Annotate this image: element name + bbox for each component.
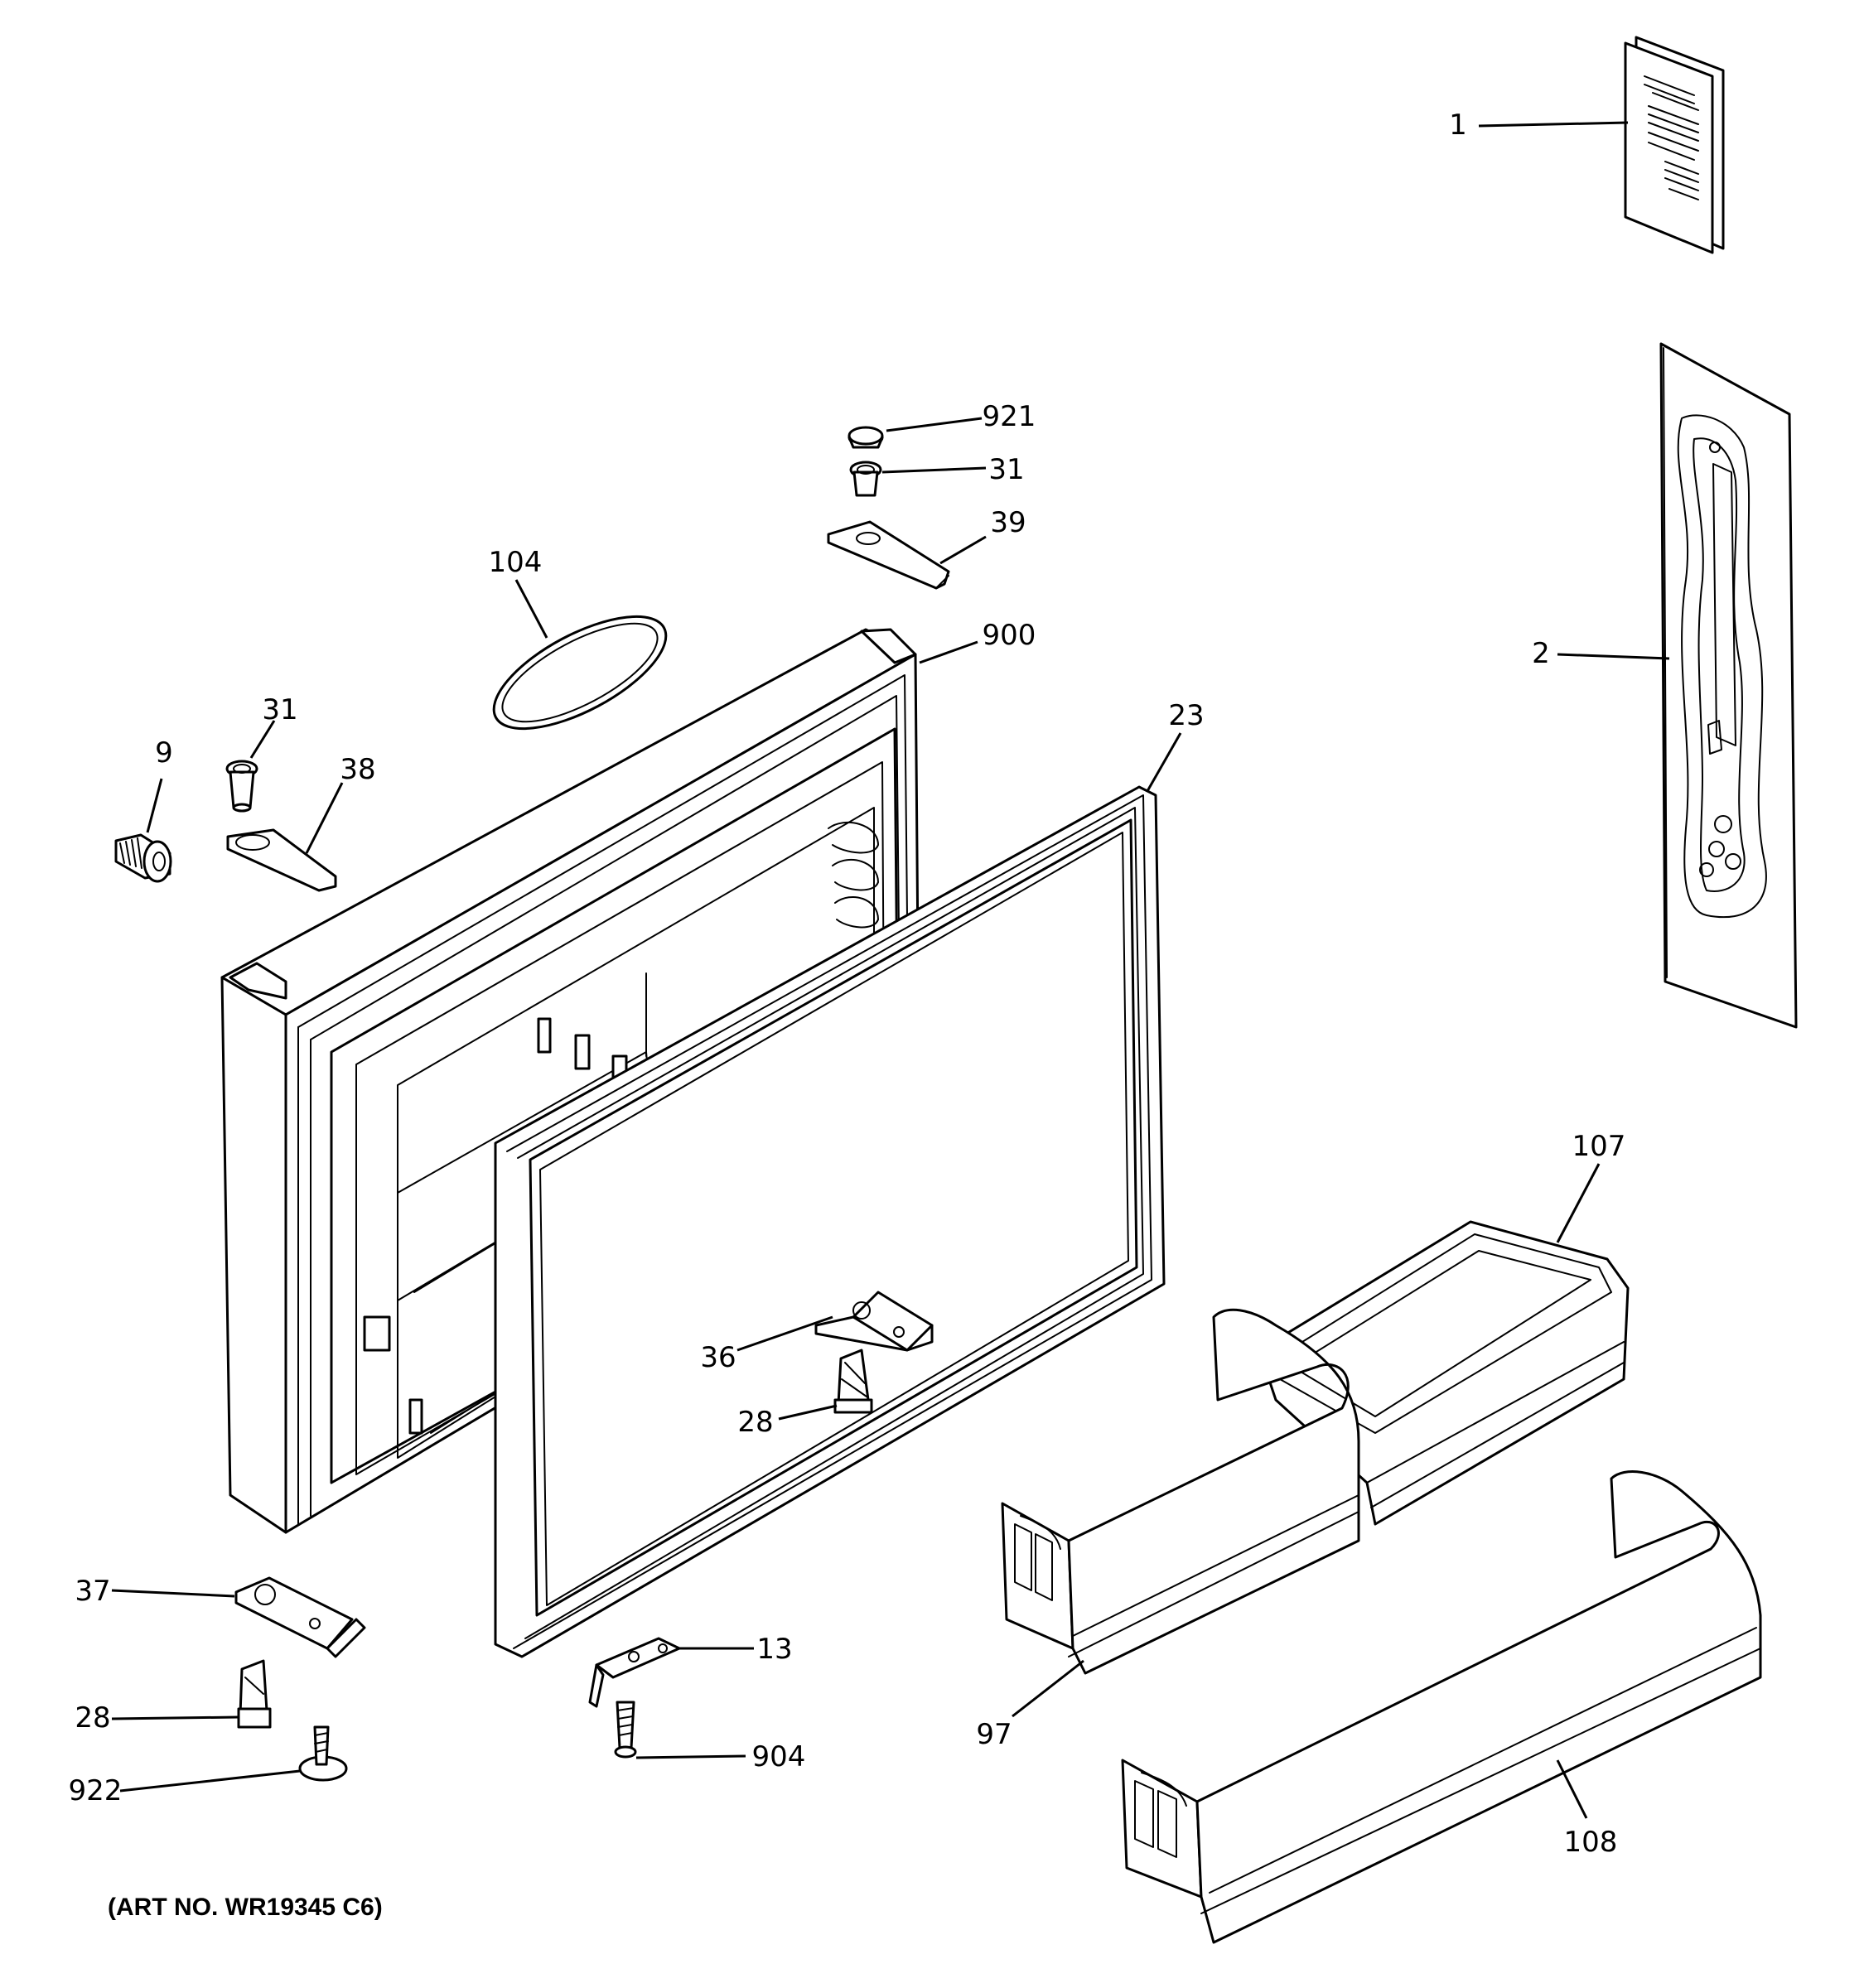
part-13-bracket: [588, 1637, 681, 1708]
callout-38: 38: [340, 753, 375, 786]
part-37-bracket: [234, 1576, 366, 1658]
callout-9: 9: [155, 736, 173, 770]
callout-104: 104: [489, 546, 543, 579]
callout-31: 31: [262, 693, 297, 726]
callout-labels: 1 2 921 31 39 104 900 31 9 38 23 107 36 …: [69, 109, 1626, 1859]
part-39-hinge-cover: [827, 520, 950, 590]
part-31-bushing-left: [225, 760, 258, 813]
callout-900: 900: [983, 619, 1036, 652]
callout-28: 28: [75, 1701, 110, 1735]
callout-2: 2: [1532, 637, 1550, 670]
part-31-bushing-top: [849, 461, 882, 497]
part-108-bin: [1121, 1470, 1762, 1944]
part-23-gasket: [494, 785, 1166, 1658]
callout-904: 904: [752, 1740, 806, 1773]
part-922-screw: [298, 1725, 348, 1782]
part-38-hinge-cover: [226, 828, 337, 892]
part-28-pin-left: [237, 1659, 272, 1729]
callout-31: 31: [988, 453, 1024, 486]
callout-37: 37: [75, 1575, 110, 1608]
part-904-screw: [614, 1701, 637, 1759]
callout-107: 107: [1572, 1130, 1626, 1163]
part-28-pin-center: [833, 1349, 873, 1414]
callout-1: 1: [1449, 109, 1467, 142]
callout-97: 97: [976, 1718, 1012, 1751]
part-9-shaft: [114, 833, 172, 883]
callout-108: 108: [1564, 1826, 1618, 1859]
callout-921: 921: [983, 400, 1036, 433]
callout-28: 28: [737, 1406, 773, 1439]
part-921-plug: [847, 426, 884, 449]
art-number: (ART NO. WR19345 C6): [108, 1894, 383, 1921]
callout-36: 36: [700, 1341, 736, 1374]
part-104-ring: [492, 615, 668, 731]
part-2-handle: [1659, 342, 1798, 1029]
part-97-bin: [1001, 1308, 1360, 1675]
callout-39: 39: [990, 506, 1026, 539]
part-36-bracket: [814, 1291, 934, 1352]
part-1-literature: [1624, 36, 1725, 254]
callout-23: 23: [1168, 699, 1204, 732]
callout-922: 922: [69, 1774, 123, 1807]
callout-13: 13: [756, 1633, 792, 1666]
leader-lines: [111, 121, 1670, 1819]
